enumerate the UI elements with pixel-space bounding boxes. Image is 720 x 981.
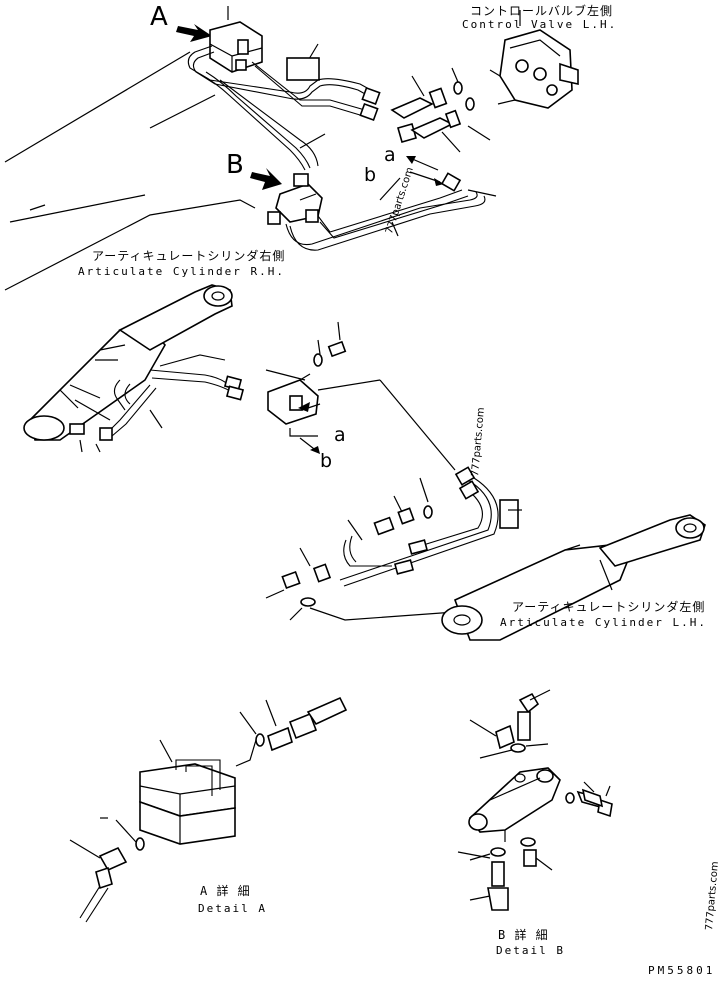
valve-block-a	[209, 6, 263, 73]
arrow-b-icon	[250, 168, 282, 190]
pipes-b-to-ports	[285, 172, 497, 251]
cylinder-rh-en-label: Articulate Cylinder R.H.	[78, 265, 285, 278]
detail-b	[457, 689, 613, 911]
hose-icon	[59, 354, 245, 453]
control-valve-en-label: Control Valve L.H.	[462, 18, 618, 31]
detail-b-en-label: Detail B	[496, 944, 565, 957]
pipes-a-to-valve	[187, 43, 379, 119]
detail-a-en-label: Detail A	[198, 902, 267, 915]
control-valve-jp-label: コントロールバルブ左側	[470, 4, 614, 18]
control-valve-lh	[489, 10, 579, 109]
detail-a	[69, 696, 348, 923]
pipes-a-to-b	[199, 71, 326, 171]
detail-a-jp-label: A 詳 細	[200, 884, 251, 898]
detail-b-jp-label: B 詳 細	[498, 928, 549, 942]
o-ring-icon	[453, 81, 475, 111]
cylinder-icon	[23, 284, 233, 441]
callout-b-label: B	[226, 150, 244, 180]
fitting-icon	[359, 86, 462, 143]
drawing-number: PM55801	[648, 964, 716, 977]
cylinder-rh-jp-label: アーティキュレートシリンダ右側	[92, 249, 286, 263]
port-a-label-top: a	[384, 144, 396, 166]
port-arrow-top	[406, 156, 444, 186]
port-b-label-middle: b	[320, 450, 333, 472]
middle-block	[265, 321, 381, 454]
callout-a-label: A	[150, 2, 168, 32]
cylinder-lh-jp-label: アーティキュレートシリンダ左側	[512, 600, 706, 614]
port-a-label-middle: a	[334, 424, 346, 446]
frame-outline	[4, 51, 256, 291]
leader-lines-top	[411, 67, 491, 153]
arrow-a-icon	[176, 24, 212, 42]
port-b-label-top: b	[364, 164, 377, 186]
cylinder-lh-en-label: Articulate Cylinder L.H.	[500, 616, 707, 629]
cylinder-lh	[441, 499, 706, 641]
valve-block-b	[267, 173, 323, 225]
bolt-icon	[581, 788, 604, 808]
pipes-middle-to-lh	[265, 379, 499, 621]
